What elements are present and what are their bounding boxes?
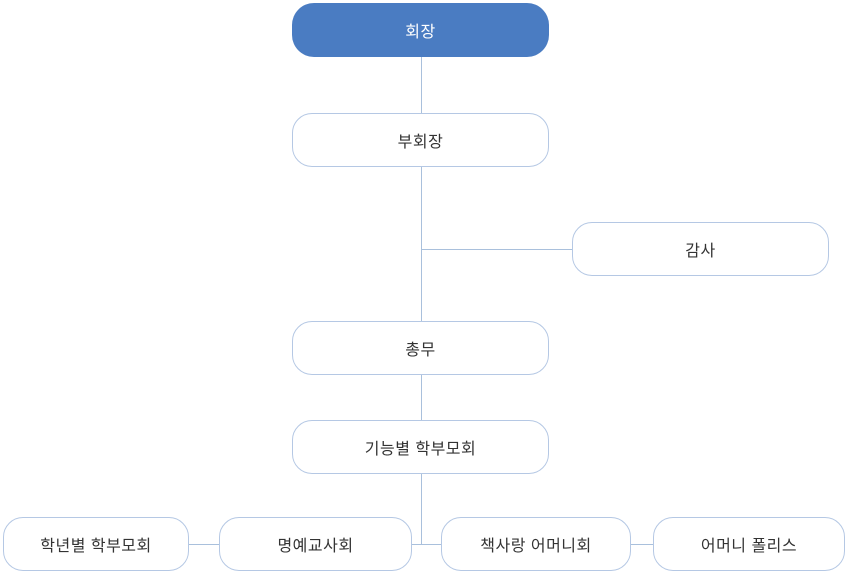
connector-honorary-booklove — [412, 544, 441, 545]
org-node-mother-police-label: 어머니 폴리스 — [700, 538, 798, 555]
connector-booklove-police — [631, 544, 653, 545]
org-node-functional-parent-association-label: 기능별 학부모회 — [364, 441, 477, 458]
org-node-honorary-teacher-association: 명예교사회 — [219, 517, 412, 571]
org-node-general-affairs: 총무 — [292, 321, 549, 375]
org-node-vice-chairman-label: 부회장 — [397, 134, 444, 151]
org-node-vice-chairman: 부회장 — [292, 113, 549, 167]
org-node-chairman-label: 회장 — [405, 24, 436, 41]
connector-trunk-auditor — [421, 249, 572, 250]
org-node-general-affairs-label: 총무 — [405, 342, 436, 359]
connector-functional-bottom-row — [421, 474, 422, 545]
org-node-honorary-teacher-association-label: 명예교사회 — [277, 538, 354, 555]
org-node-functional-parent-association: 기능별 학부모회 — [292, 420, 549, 474]
org-node-grade-parent-association-label: 학년별 학부모회 — [40, 538, 152, 555]
org-node-mother-police: 어머니 폴리스 — [653, 517, 845, 571]
connector-general-functional — [421, 375, 422, 420]
org-node-auditor: 감사 — [572, 222, 829, 276]
connector-grade-honorary — [189, 544, 219, 545]
org-node-grade-parent-association: 학년별 학부모회 — [3, 517, 189, 571]
org-node-book-love-mothers-association-label: 책사랑 어머니회 — [480, 538, 592, 555]
org-node-chairman: 회장 — [292, 3, 549, 57]
connector-vice-general — [421, 167, 422, 321]
org-node-book-love-mothers-association: 책사랑 어머니회 — [441, 517, 631, 571]
connector-chairman-vice — [421, 57, 422, 113]
org-node-auditor-label: 감사 — [685, 243, 716, 260]
